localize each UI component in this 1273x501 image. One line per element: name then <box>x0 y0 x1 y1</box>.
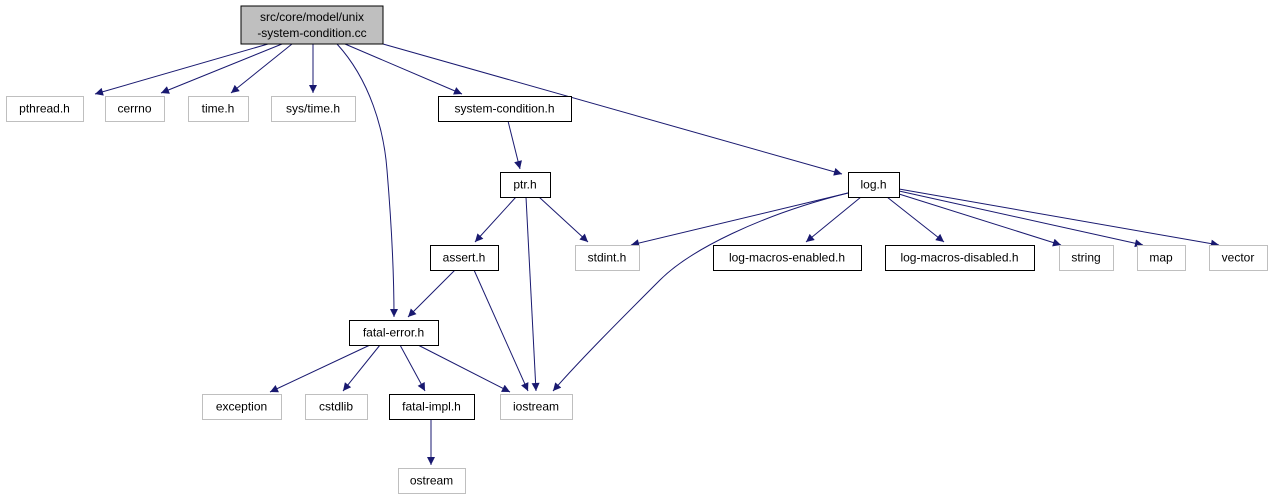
edge-asserth-to-iostream <box>473 269 529 392</box>
edge-logh-to-map <box>898 190 1144 248</box>
node-ptr[interactable]: ptr.h <box>500 172 551 198</box>
node-iostream-label: iostream <box>513 400 559 414</box>
node-pthread-label: pthread.h <box>19 102 70 116</box>
node-time-label: time.h <box>202 102 235 116</box>
node-cerrno-label: cerrno <box>117 102 151 116</box>
edge-ptr-to-asserth <box>474 196 517 243</box>
node-map: map <box>1137 245 1186 271</box>
node-root-label-line2: -system-condition.cc <box>257 26 366 40</box>
node-fatalimpl[interactable]: fatal-impl.h <box>389 394 475 420</box>
node-stdint: stdint.h <box>575 245 640 271</box>
node-fatalerr[interactable]: fatal-error.h <box>349 320 439 346</box>
node-stdint-box <box>575 245 640 271</box>
node-exception-box <box>202 394 282 420</box>
node-logdis-box <box>885 245 1035 271</box>
edge-fatalerr-to-cstdlib <box>342 344 381 392</box>
edge-root-to-syscond <box>344 43 463 95</box>
node-fatalimpl-box <box>389 394 475 420</box>
node-fatalerr-box <box>349 320 439 346</box>
node-root-label-line1: src/core/model/unix <box>260 10 364 24</box>
edge-root-to-cerrno <box>160 43 283 94</box>
edge-root-to-fatalerr <box>336 43 398 318</box>
node-fatalimpl-label: fatal-impl.h <box>402 400 461 414</box>
edge-ptr-to-stdint <box>538 196 589 243</box>
node-systime-box <box>271 96 356 122</box>
node-ostream: ostream <box>398 468 466 494</box>
node-syscond[interactable]: system-condition.h <box>438 96 572 122</box>
edges-layer <box>94 43 1220 465</box>
node-time: time.h <box>188 96 249 122</box>
node-exception: exception <box>202 394 282 420</box>
node-syscond-label: system-condition.h <box>454 102 554 116</box>
node-string: string <box>1059 245 1114 271</box>
node-string-label: string <box>1071 251 1100 265</box>
edge-asserth-to-fatalerr <box>407 269 456 318</box>
edge-fatalerr-to-exception <box>269 344 371 393</box>
edge-fatalerr-to-fatalimpl <box>399 344 426 392</box>
node-logen[interactable]: log-macros-enabled.h <box>713 245 862 271</box>
node-logdis-label: log-macros-disabled.h <box>900 251 1018 265</box>
edge-root-to-time <box>230 43 293 94</box>
node-string-box <box>1059 245 1114 271</box>
node-ptr-label: ptr.h <box>513 178 536 192</box>
node-pthread-box <box>6 96 84 122</box>
edge-fatalerr-to-iostream <box>417 344 511 393</box>
node-syscond-box <box>438 96 572 122</box>
edge-logh-to-string <box>898 193 1062 247</box>
edge-root-to-logh <box>382 43 843 176</box>
node-ostream-label: ostream <box>410 474 453 488</box>
edge-logh-to-logen <box>805 196 862 243</box>
edge-logh-to-stdint <box>630 192 849 248</box>
node-logh[interactable]: log.h <box>848 172 900 198</box>
node-iostream-box <box>500 394 573 420</box>
node-cstdlib-box <box>305 394 368 420</box>
node-root-file[interactable]: src/core/model/unix -system-condition.cc <box>240 5 384 45</box>
node-pthread: pthread.h <box>6 96 84 122</box>
node-stdint-label: stdint.h <box>588 251 627 265</box>
node-asserth-label: assert.h <box>443 251 486 265</box>
node-ostream-box <box>398 468 466 494</box>
edge-logh-to-vector <box>898 188 1220 248</box>
node-logh-box <box>848 172 900 198</box>
edge-ptr-to-iostream <box>525 196 540 392</box>
node-logh-label: log.h <box>860 178 886 192</box>
node-cerrno: cerrno <box>105 96 165 122</box>
edge-syscond-to-ptr <box>507 120 522 170</box>
edge-logh-to-logdis <box>886 196 945 243</box>
edge-logh-to-iostream <box>552 192 849 392</box>
node-systime-label: sys/time.h <box>286 102 340 116</box>
node-vector-box <box>1209 245 1268 271</box>
node-asserth-box <box>430 245 499 271</box>
node-ptr-box <box>500 172 551 198</box>
node-asserth[interactable]: assert.h <box>430 245 499 271</box>
node-vector-label: vector <box>1222 251 1255 265</box>
node-vector: vector <box>1209 245 1268 271</box>
node-map-label: map <box>1149 251 1173 265</box>
node-logen-box <box>713 245 862 271</box>
node-cstdlib-label: cstdlib <box>319 400 353 414</box>
node-exception-label: exception <box>216 400 267 414</box>
node-cstdlib: cstdlib <box>305 394 368 420</box>
node-cerrno-box <box>105 96 165 122</box>
node-map-box <box>1137 245 1186 271</box>
node-time-box <box>188 96 249 122</box>
edge-root-to-pthread <box>94 43 269 96</box>
nodes-layer: src/core/model/unix -system-condition.cc… <box>6 5 1268 494</box>
node-logdis[interactable]: log-macros-disabled.h <box>885 245 1035 271</box>
node-fatalerr-label: fatal-error.h <box>363 326 424 340</box>
node-logen-label: log-macros-enabled.h <box>729 251 845 265</box>
node-iostream: iostream <box>500 394 573 420</box>
node-systime: sys/time.h <box>271 96 356 122</box>
node-root-box <box>240 5 384 45</box>
